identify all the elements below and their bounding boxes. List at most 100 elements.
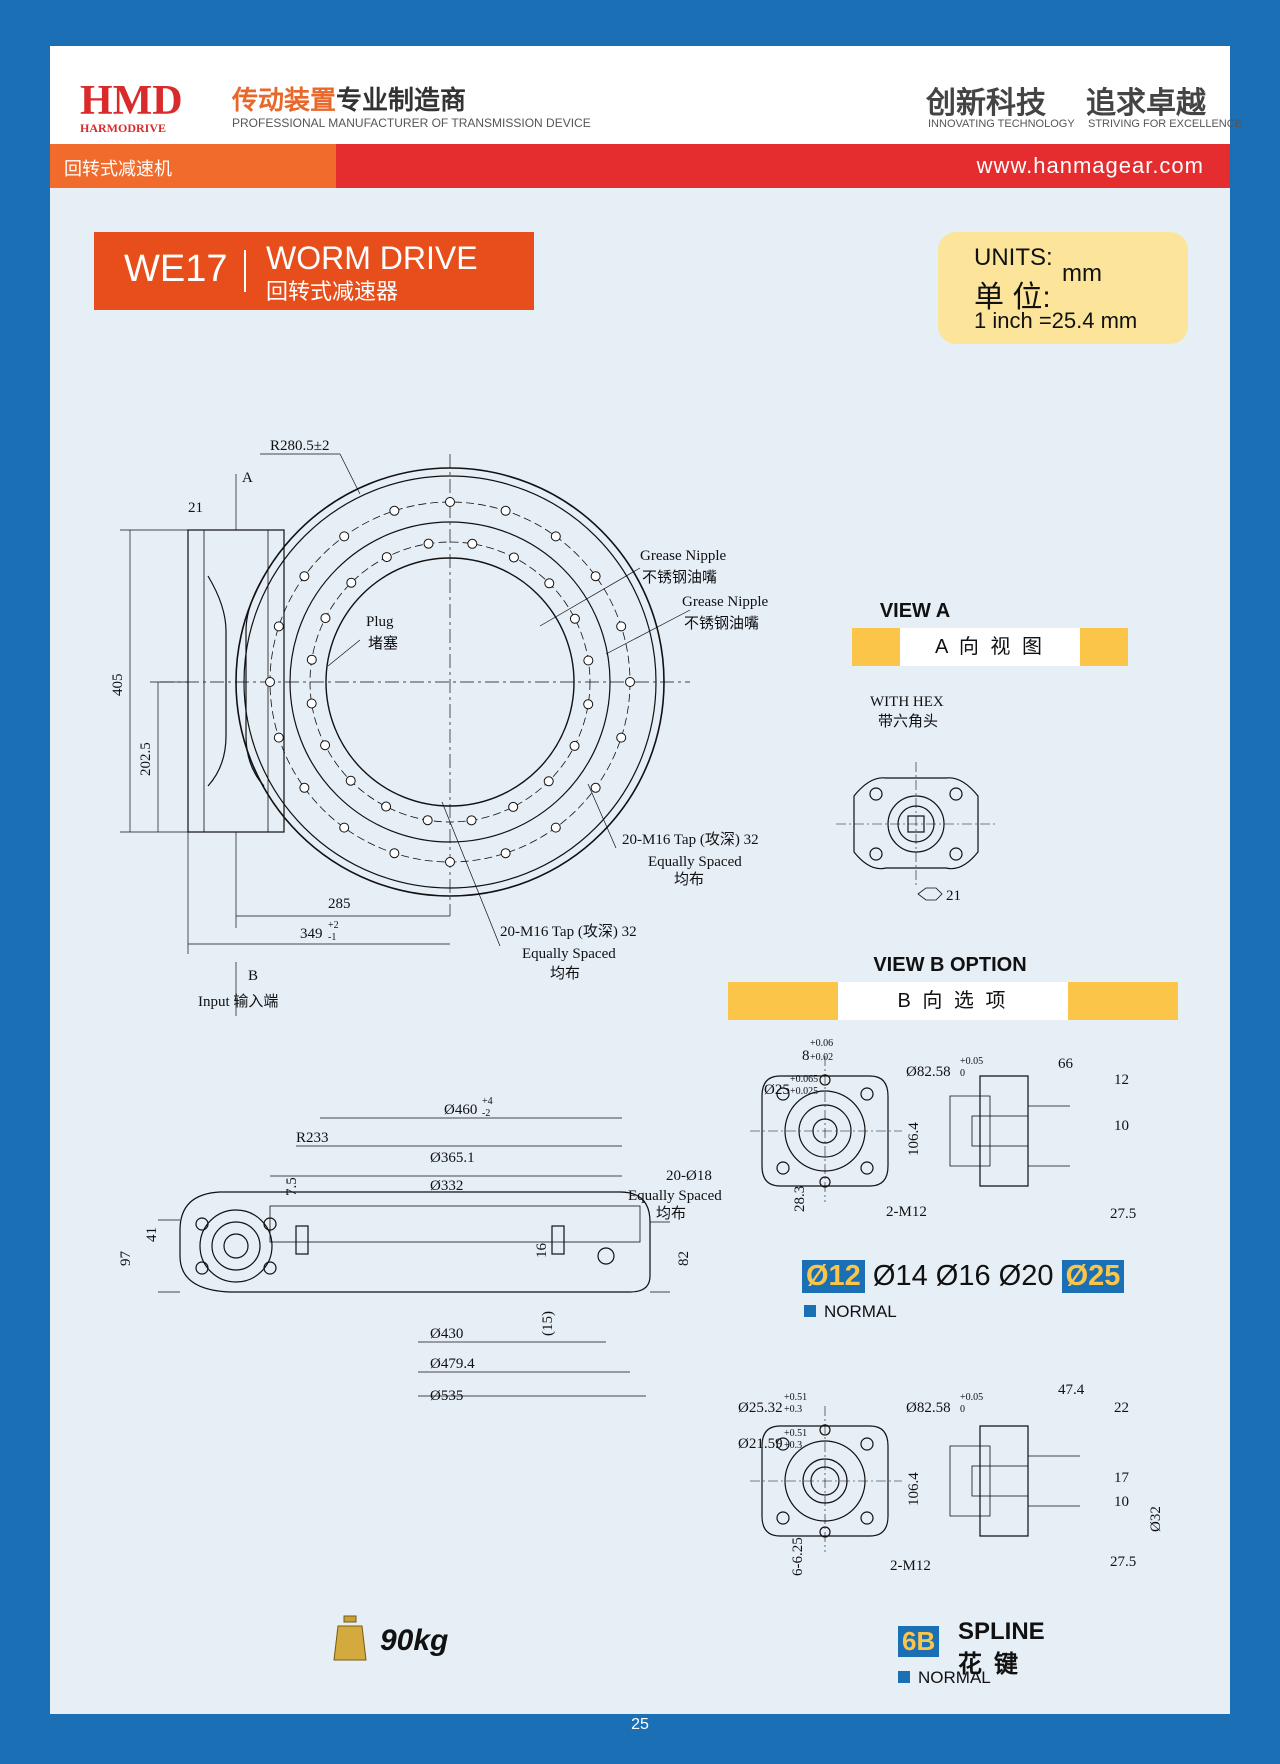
label-d2532-tol-up: +0.51	[784, 1392, 807, 1403]
outer-bolt-hole	[616, 621, 627, 632]
inner-bolt-hole	[583, 655, 594, 666]
label-349-tol-dn: -1	[328, 932, 336, 943]
label-tap1-sub-cn: 均布	[674, 871, 704, 888]
spline-legend-swatch	[898, 1671, 910, 1683]
label-input: Input 输入端	[198, 993, 278, 1010]
motto-striving: 追求卓越	[1086, 86, 1206, 121]
label-d8258-tol-dn: 0	[960, 1068, 965, 1079]
label-r233: R233	[296, 1130, 329, 1146]
website-link[interactable]: www.hanmagear.com	[976, 153, 1204, 178]
units-label-en: UNITS:	[974, 244, 1053, 271]
label-key-w-tol-dn: +0.02	[810, 1052, 833, 1063]
label-283: 28.3	[792, 1186, 808, 1212]
label-spline-d8258-tol-dn: 0	[960, 1404, 965, 1415]
label-d32: Ø32	[1148, 1506, 1164, 1532]
outer-bolt-hole	[445, 857, 455, 867]
inner-bolt-hole	[381, 801, 392, 812]
url-bar	[336, 144, 1230, 188]
label-grease1-cn: 不锈钢油嘴	[642, 569, 717, 586]
inner-bolt-hole	[422, 815, 433, 826]
model-divider	[244, 250, 246, 292]
label-285: 285	[328, 896, 351, 912]
spline-title-cn: 花键	[958, 1651, 1030, 1678]
view-b-drawing	[750, 1056, 1070, 1202]
label-spline-10: 10	[1114, 1494, 1129, 1510]
size-option-12: Ø12	[802, 1260, 865, 1293]
outer-bolt-hole	[590, 782, 601, 793]
label-15: (15)	[540, 1311, 556, 1336]
label-22: 22	[1114, 1400, 1129, 1416]
inner-bolt-hole	[569, 740, 580, 751]
view-a-subtitle: A 向 视 图	[900, 628, 1080, 666]
label-d460-tol-dn: -2	[482, 1108, 490, 1119]
label-d25: Ø25	[764, 1082, 790, 1098]
label-75: 7.5	[284, 1177, 300, 1196]
motto-innovating-en: INNOVATING TECHNOLOGY	[928, 118, 1075, 130]
spline-normal-legend: NORMAL	[898, 1668, 991, 1688]
slogan-accent: 传动装置	[232, 85, 337, 115]
outer-bolt-hole	[625, 677, 635, 687]
label-arrow-b: B	[248, 968, 258, 984]
label-10: 10	[1114, 1118, 1129, 1134]
front-view-drawing: R280.5±2 A 21 Grease Nipple 不锈钢油嘴 Grease…	[110, 438, 1164, 1661]
label-spline-spec: 6-6.25	[790, 1537, 806, 1576]
inner-bolt-hole	[583, 699, 594, 710]
slogan-en: PROFESSIONAL MANUFACTURER OF TRANSMISSIO…	[232, 116, 591, 130]
label-d8258-tol-up: +0.05	[960, 1056, 983, 1067]
inner-bolt-hole	[320, 740, 331, 751]
outer-bolt-hole	[550, 822, 561, 833]
logo-sub: HARMODRIVE	[80, 121, 166, 135]
bolt-holes	[265, 497, 635, 867]
label-2025: 202.5	[138, 742, 154, 776]
label-grease2-cn: 不锈钢油嘴	[684, 615, 759, 632]
view-b-subtitle: B 向 选 项	[838, 982, 1068, 1020]
label-405: 405	[110, 674, 126, 697]
label-grease1-en: Grease Nipple	[640, 548, 727, 564]
motto-striving-en: STRIVING FOR EXCELLENCE	[1088, 118, 1243, 130]
label-82: 82	[676, 1251, 692, 1266]
spline-drawing	[750, 1406, 1080, 1552]
outer-bolt-hole	[299, 571, 310, 582]
inner-bolt-hole	[543, 776, 554, 787]
label-spline-d8258-tol-up: +0.05	[960, 1392, 983, 1403]
units-value: mm	[1062, 260, 1102, 287]
outer-bolt-hole	[550, 531, 561, 542]
header: HMD HARMODRIVE 传动装置专业制造商 PROFESSIONAL MA…	[50, 46, 1242, 144]
outer-bolt-hole	[299, 782, 310, 793]
label-key-w-tol-up: +0.06	[810, 1038, 833, 1049]
outer-bolt-hole	[500, 848, 511, 859]
catalog-page: HMD HARMODRIVE 传动装置专业制造商 PROFESSIONAL MA…	[50, 46, 1242, 1714]
label-plug-cn: 堵塞	[368, 634, 398, 652]
units-box: UNITS: 单 位: mm 1 inch =25.4 mm	[938, 232, 1188, 344]
legend-swatch	[804, 1305, 816, 1317]
label-tap1: 20-M16 Tap (攻深) 32	[622, 831, 759, 848]
label-d2532-tol-dn: +0.3	[784, 1404, 802, 1415]
label-tap2: 20-M16 Tap (攻深) 32	[500, 923, 637, 940]
legend-label: NORMAL	[824, 1302, 897, 1321]
size-option-14: Ø14	[872, 1260, 928, 1292]
outer-bolt-hole	[273, 621, 284, 632]
label-1064: 106.4	[906, 1122, 922, 1156]
shaft-sizes: Ø12 Ø14 Ø16 Ø20 Ø25	[802, 1260, 1125, 1293]
outer-bolt-hole	[389, 505, 400, 516]
label-17: 17	[1114, 1470, 1130, 1486]
label-key-w: 8	[802, 1048, 810, 1064]
label-d4794: Ø479.4	[430, 1356, 475, 1372]
slogan-rest: 专业制造商	[336, 85, 467, 115]
label-d332: Ø332	[430, 1178, 463, 1194]
weight-icon	[333, 1615, 367, 1661]
label-view-a-hex-cn: 带六角头	[878, 713, 938, 730]
label-349: 349	[300, 926, 323, 942]
label-d2159-tol-dn: +0.3	[784, 1440, 802, 1451]
size-option-25: Ø25	[1061, 1260, 1125, 1293]
label-tap1-sub-en: Equally Spaced	[648, 854, 742, 870]
label-41: 41	[144, 1227, 160, 1242]
label-d3651: Ø365.1	[430, 1150, 475, 1166]
label-holes-sub-en: Equally Spaced	[628, 1188, 722, 1204]
outer-bolt-hole	[445, 497, 455, 507]
units-label-cn: 单 位:	[974, 281, 1051, 314]
model-title-en: WORM DRIVE	[266, 240, 478, 276]
inner-bolt-hole	[569, 613, 580, 624]
page-number: 25	[631, 1716, 649, 1733]
outer-bolt-hole	[500, 505, 511, 516]
